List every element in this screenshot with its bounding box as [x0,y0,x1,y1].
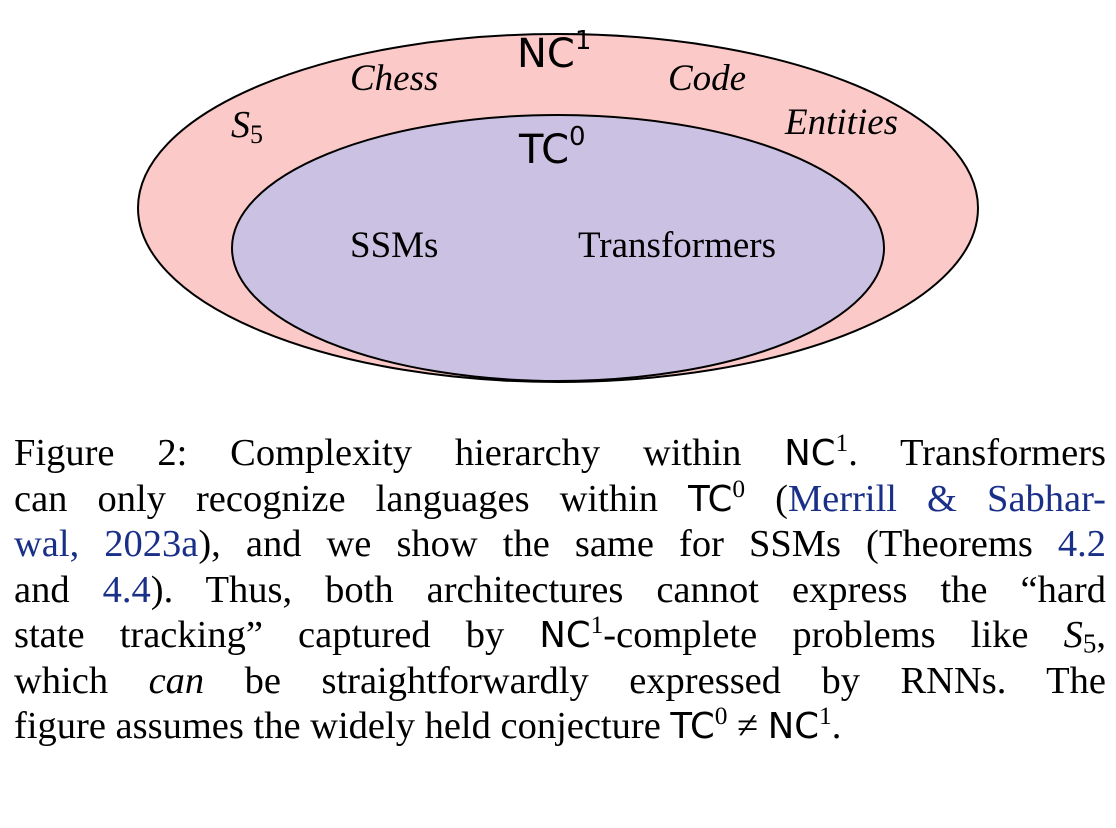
transformers-label: Transformers [578,225,776,266]
caption-line-3: wal, 2023a), and we show the same for SS… [14,523,1106,565]
tc0-inner-ellipse [231,114,885,382]
caption-line-6: which can be straightforwardly expressed… [14,659,1106,702]
caption-line-2: can only recognize languages within TC0 … [14,474,1106,520]
chess-label: Chess [350,58,438,99]
theorem-link-4-4[interactable]: 4.4 [102,568,151,611]
entities-label: Entities [784,102,898,143]
complexity-hierarchy-diagram: NC1 TC0 S5 Chess Code Entities SSMs Tran… [137,26,979,383]
code-label: Code [668,58,746,99]
caption-line-4: and 4.4). Thus, both architectures canno… [14,568,1107,611]
nc1-label: NC1 [517,26,591,77]
theorem-link-4-2[interactable]: 4.2 [1057,523,1106,565]
ssms-label: SSMs [350,225,438,266]
figure-caption: Figure 2: Complexity hierarchy within NC… [14,429,1107,750]
s5-label: S5 [231,104,263,149]
tc0-label: TC0 [518,122,586,173]
caption-line-7: figure assumes the widely held conjectur… [14,702,842,747]
caption-line-5: state tracking” captured by NC1-complete… [14,611,1106,659]
citation-link-merrill[interactable]: Merrill & Sabhar- [787,477,1106,520]
caption-line-1: Figure 2: Complexity hierarchy within NC… [14,429,1107,474]
citation-link-merrill-cont[interactable]: wal, 2023a [14,523,199,565]
